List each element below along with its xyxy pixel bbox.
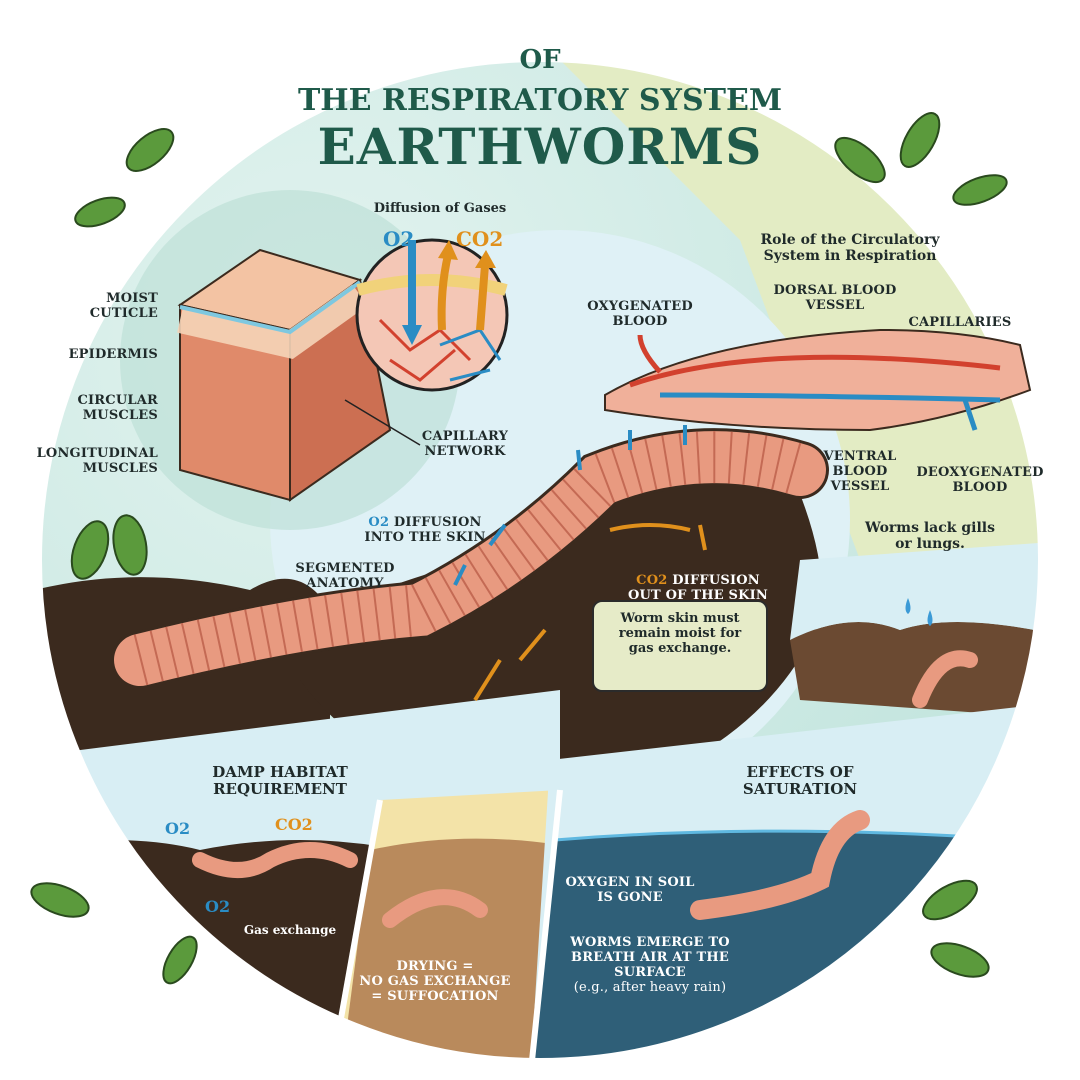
circulatory-worm: [604, 328, 1032, 432]
damp-co2: CO2: [275, 815, 313, 834]
diffusion-magnifier: [344, 238, 509, 446]
rain-worm: [912, 650, 978, 708]
title-earthworms: EARTHWORMS: [317, 117, 763, 176]
dry-worm: [382, 889, 488, 928]
gas-exchange-caption: Gas exchange: [243, 923, 337, 937]
main-worm: [111, 428, 829, 689]
diffusion-co2: CO2: [456, 227, 504, 251]
label-epidermis: EPIDERMIS: [68, 347, 158, 362]
emerging-worm: [690, 810, 870, 920]
drying-soil: [340, 838, 560, 1060]
rain-sky: [790, 540, 1040, 640]
diffusion-o2: O2: [383, 227, 415, 251]
label-capillaries: CAPILLARIES: [908, 315, 1012, 330]
diffusion-title: Diffusion of Gases: [373, 201, 507, 216]
diffusion-arrows: [453, 425, 707, 702]
damp-o2: O2: [165, 819, 191, 838]
title-of: OF: [519, 45, 561, 75]
damp-o2-lower: O2: [205, 897, 231, 916]
title-respiratory-system: THE RESPIRATORY SYSTEM: [297, 83, 783, 118]
drying-text: DRYING =NO GAS EXCHANGE= SUFFOCATION: [359, 959, 511, 1004]
water-drops: [905, 598, 933, 626]
damp-worm: [192, 842, 358, 878]
damp-soil: [40, 840, 400, 1060]
leaves: [30, 112, 1008, 985]
